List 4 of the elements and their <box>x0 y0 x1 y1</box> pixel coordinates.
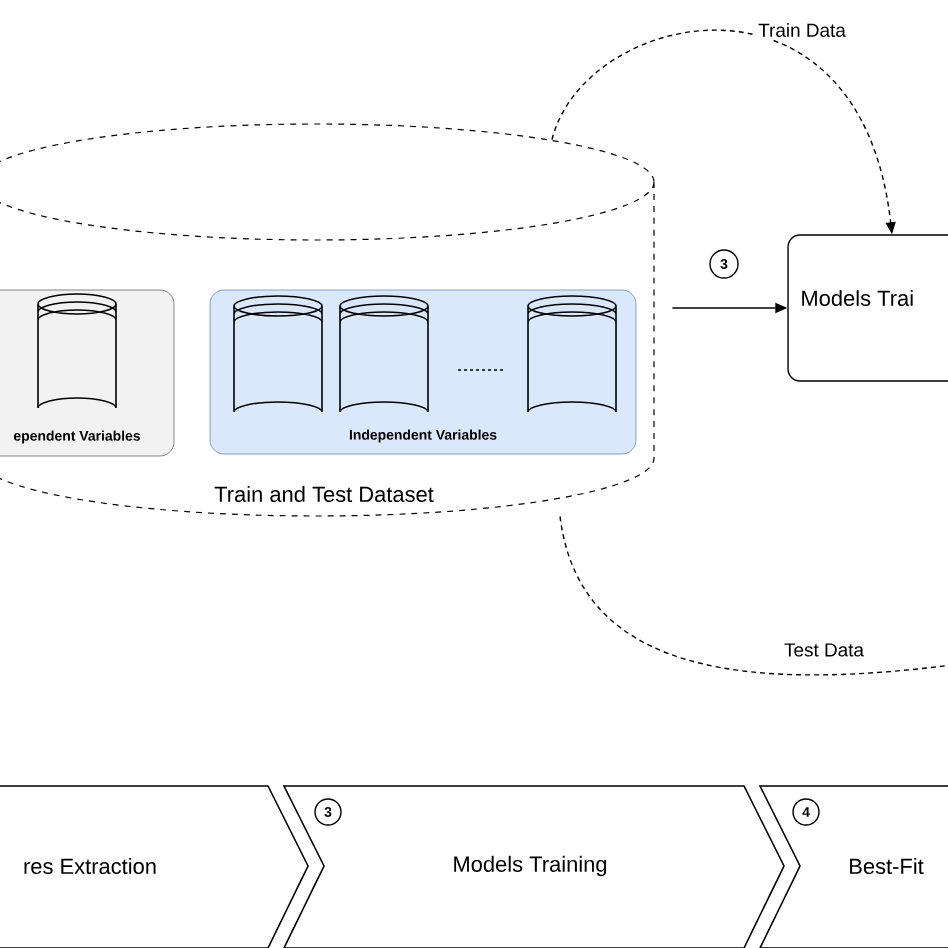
edge-label: Train Data <box>755 20 849 40</box>
process-box: Models Trai <box>787 234 948 382</box>
chevron-step: res Extraction <box>0 785 309 948</box>
edge-label: Test Data <box>781 640 867 660</box>
